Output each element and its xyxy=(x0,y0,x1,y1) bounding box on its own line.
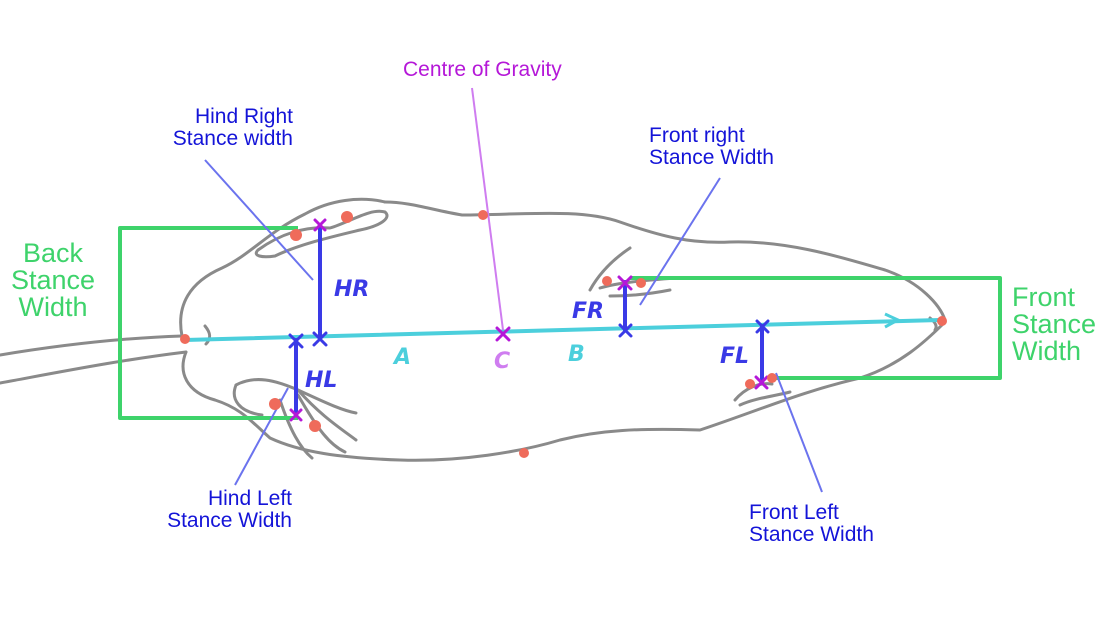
svg-text:Front: Front xyxy=(1012,282,1076,312)
svg-text:Hind Right: Hind Right xyxy=(195,105,293,128)
back-dot xyxy=(478,210,488,220)
hind-left-label: Hind Left Stance Width xyxy=(167,487,292,532)
hind-right-leader xyxy=(204,159,314,281)
hl-paw-dot-1 xyxy=(269,398,281,410)
hl-paw-dot-2 xyxy=(309,420,321,432)
back-stance-label: Back Stance Width xyxy=(11,238,95,322)
fl-axis-cross xyxy=(755,319,770,334)
fr-paw-dot-1 xyxy=(602,276,612,286)
body-axis xyxy=(183,312,942,342)
labels: Centre of Gravity Hind Right Stance widt… xyxy=(11,58,1096,546)
svg-text:Stance Width: Stance Width xyxy=(749,523,874,546)
fl-paw-dot-1 xyxy=(745,379,755,389)
hl-axis-cross xyxy=(288,333,304,349)
animal-outline xyxy=(0,197,947,462)
front-right-leader xyxy=(639,177,721,306)
cog-leader xyxy=(471,87,504,331)
cross-markers xyxy=(288,218,770,422)
leader-lines xyxy=(204,87,823,493)
hind-right-label: Hind Right Stance width xyxy=(173,105,293,150)
hr-paw-dot-1 xyxy=(290,229,302,241)
svg-text:Front right: Front right xyxy=(649,124,745,147)
fr-top-cross xyxy=(617,275,633,291)
svg-text:Stance: Stance xyxy=(1012,309,1096,339)
front-stance-box xyxy=(630,276,1002,380)
mark-hl: HL xyxy=(305,368,337,393)
stance-bars xyxy=(294,223,764,417)
belly-dot xyxy=(519,448,529,458)
mark-fr: FR xyxy=(572,299,604,324)
svg-text:Stance: Stance xyxy=(11,265,95,295)
hr-paw-dot-2 xyxy=(341,211,353,223)
mark-a: A xyxy=(392,345,411,370)
mark-b: B xyxy=(568,342,585,367)
hr-top-cross xyxy=(313,218,327,232)
nose-dot xyxy=(937,316,947,326)
hr-axis-cross xyxy=(312,331,328,347)
front-left-label: Front Left Stance Width xyxy=(749,501,874,546)
anatomical-dots xyxy=(180,210,947,458)
front-left-leader xyxy=(775,372,823,493)
cog-cross xyxy=(495,326,511,342)
mark-fl: FL xyxy=(720,344,749,369)
mark-c: C xyxy=(494,349,510,374)
svg-text:Stance Width: Stance Width xyxy=(649,146,774,169)
front-stance-label: Front Stance Width xyxy=(1012,282,1096,366)
mark-hr: HR xyxy=(334,277,369,302)
front-right-label: Front right Stance Width xyxy=(649,124,774,169)
back-stance-box xyxy=(118,226,298,420)
svg-text:Width: Width xyxy=(18,292,87,322)
svg-text:Width: Width xyxy=(1012,336,1081,366)
hand-letters: HR HL FR FL A B C xyxy=(305,277,749,393)
cog-label: Centre of Gravity xyxy=(403,58,562,81)
stance-boxes xyxy=(118,226,1002,420)
svg-text:Stance Width: Stance Width xyxy=(167,509,292,532)
svg-text:Back: Back xyxy=(23,238,84,268)
hl-bottom-cross xyxy=(289,408,303,422)
fr-paw-dot-2 xyxy=(636,278,646,288)
tail-base-dot xyxy=(180,334,190,344)
fr-axis-cross xyxy=(618,323,633,338)
fl-paw-dot-2 xyxy=(767,373,777,383)
fl-bottom-cross xyxy=(754,375,769,390)
svg-text:Stance width: Stance width xyxy=(173,127,293,150)
svg-text:Hind Left: Hind Left xyxy=(208,487,292,510)
svg-text:Front Left: Front Left xyxy=(749,501,839,524)
